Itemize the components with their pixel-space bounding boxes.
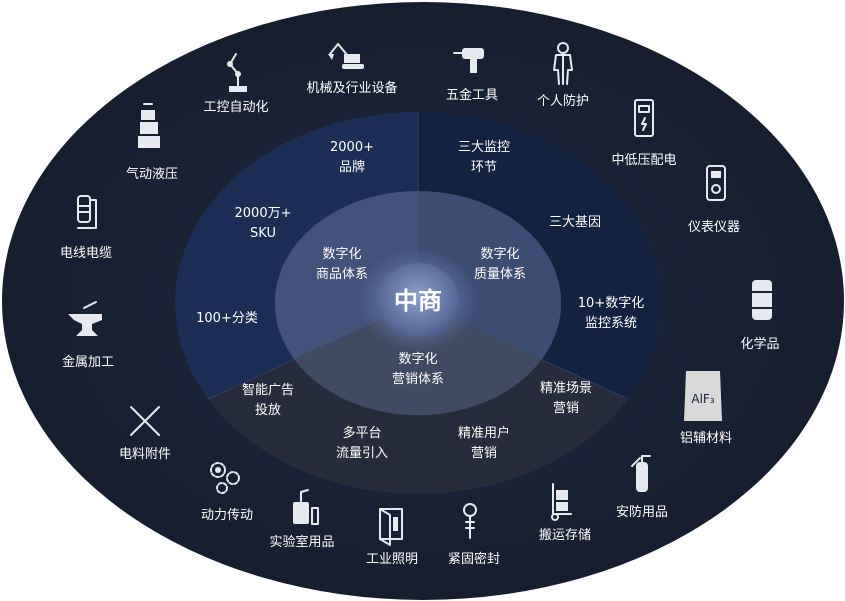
inner-sector-bottom bbox=[294, 303, 542, 416]
category-label: 个人防护 bbox=[537, 93, 589, 109]
category-label: 电料附件 bbox=[119, 447, 171, 462]
category-pneumatic-hydraulic: 气动液压 bbox=[126, 103, 178, 182]
category-automation: 工控自动化 bbox=[203, 53, 269, 115]
category-industrial-lighting: 工业照明 bbox=[366, 508, 418, 567]
category-label: 机械及行业设备 bbox=[306, 80, 397, 96]
ring-label-scene-1: 精准场景 bbox=[540, 381, 592, 396]
inner-label-marketing-2: 营销体系 bbox=[392, 372, 444, 387]
ring-label-scene-2: 营销 bbox=[553, 401, 579, 416]
multimeter-icon bbox=[706, 165, 726, 201]
category-machinery: 机械及行业设备 bbox=[306, 43, 398, 96]
category-protection: 个人防护 bbox=[537, 42, 589, 109]
ring-label-sku-2: SKU bbox=[250, 226, 276, 241]
category-lab-supplies: 实验室用品 bbox=[269, 489, 335, 550]
ring-label-ads-2: 投放 bbox=[255, 402, 281, 418]
robot-arm-icon bbox=[227, 53, 247, 92]
cable-reel-icon bbox=[77, 195, 97, 229]
category-chemicals: 化学品 bbox=[740, 280, 780, 352]
center-circle bbox=[378, 263, 458, 337]
inner-label-product-1: 数字化 bbox=[322, 247, 361, 262]
ring-label-monitor-links-1: 三大监控 bbox=[458, 140, 510, 155]
screwdriver-wrench-icon bbox=[130, 406, 160, 436]
category-label: 动力传动 bbox=[201, 508, 253, 523]
ring-label-user-2: 营销 bbox=[471, 446, 497, 461]
ring-label-ads-1: 智能广告 bbox=[242, 383, 294, 398]
category-fastening-sealing: 紧固密封 bbox=[448, 503, 500, 567]
ring-label-sku-1: 2000万+ bbox=[235, 206, 292, 221]
category-label: 仪表仪器 bbox=[688, 220, 740, 235]
category-instruments: 仪表仪器 bbox=[688, 165, 740, 235]
center-label: 中商 bbox=[394, 287, 442, 315]
ring-label-user-1: 精准用户 bbox=[458, 425, 510, 441]
hydraulic-valve-icon bbox=[138, 103, 160, 148]
hand-truck-icon bbox=[551, 483, 572, 521]
protective-suit-icon bbox=[553, 42, 573, 85]
category-label: 紧固密封 bbox=[448, 551, 500, 567]
category-power-transmission: 动力传动 bbox=[201, 462, 253, 523]
ring-label-monitor-links-2: 环节 bbox=[471, 160, 497, 175]
distribution-box-icon bbox=[634, 99, 654, 137]
ring-label-genes: 三大基因 bbox=[549, 215, 601, 230]
ring-label-monitor-system-1: 10+数字化 bbox=[578, 296, 644, 311]
fire-extinguisher-icon bbox=[631, 455, 651, 492]
lamp-icon bbox=[379, 508, 403, 546]
category-label: 工控自动化 bbox=[203, 100, 268, 115]
ring-label-brands-1: 2000+ bbox=[330, 140, 374, 155]
ring-label-traffic-1: 多平台 bbox=[342, 425, 381, 441]
category-wires-cables: 电线电缆 bbox=[60, 195, 112, 261]
category-metalworking: 金属加工 bbox=[62, 301, 114, 370]
category-label: 五金工具 bbox=[446, 87, 498, 103]
category-handling-storage: 搬运存储 bbox=[539, 483, 591, 543]
inner-label-product-2: 商品体系 bbox=[316, 267, 368, 282]
category-label: 电线电缆 bbox=[60, 245, 112, 261]
drill-icon bbox=[453, 48, 484, 73]
gears-icon bbox=[210, 462, 240, 494]
category-label: 化学品 bbox=[740, 336, 779, 352]
category-hardware: 五金工具 bbox=[446, 48, 498, 103]
ring-label-brands-2: 品牌 bbox=[339, 159, 365, 175]
anvil-icon bbox=[68, 301, 102, 336]
category-label: 铝辅材料 bbox=[680, 431, 732, 446]
category-label: 安防用品 bbox=[616, 504, 668, 520]
material-bag-icon: AlF₃ bbox=[684, 371, 722, 421]
bolt-icon bbox=[463, 503, 477, 539]
ring-label-traffic-2: 流量引入 bbox=[336, 446, 388, 461]
category-safety: 安防用品 bbox=[616, 455, 668, 520]
lab-bottle-icon bbox=[293, 489, 319, 525]
category-label: 搬运存储 bbox=[539, 528, 591, 543]
ring-label-monitor-system-2: 监控系统 bbox=[585, 316, 637, 331]
inner-label-quality-1: 数字化 bbox=[480, 247, 519, 262]
category-label: 实验室用品 bbox=[269, 534, 334, 550]
excavator-icon bbox=[328, 43, 364, 69]
category-label: 工业照明 bbox=[366, 552, 418, 567]
inner-label-quality-2: 质量体系 bbox=[474, 267, 526, 282]
ring-label-categories: 100+分类 bbox=[196, 311, 258, 326]
bag-text: AlF₃ bbox=[691, 392, 714, 406]
category-aluminum-materials: AlF₃ 铝辅材料 bbox=[680, 371, 732, 446]
category-power-distribution: 中低压配电 bbox=[611, 99, 677, 168]
category-label: 金属加工 bbox=[62, 354, 114, 370]
inner-label-marketing-1: 数字化 bbox=[398, 352, 437, 367]
category-label: 中低压配电 bbox=[611, 153, 676, 168]
category-label: 气动液压 bbox=[126, 166, 178, 182]
chemical-barrel-icon bbox=[752, 280, 772, 320]
category-electrical-accessories: 电料附件 bbox=[119, 406, 171, 462]
